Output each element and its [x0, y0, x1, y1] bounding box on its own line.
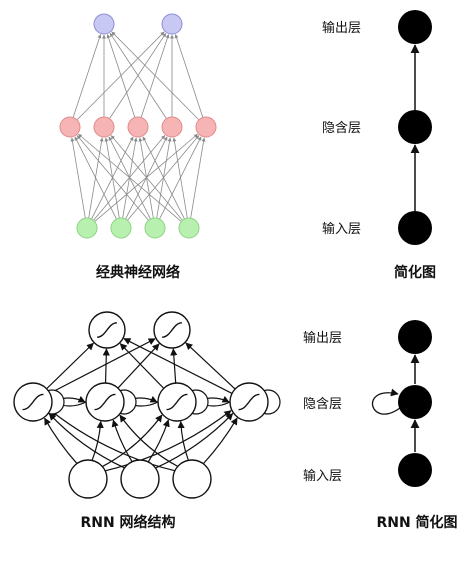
rnn-edge [44, 417, 78, 464]
sigmoid-icon [96, 322, 118, 338]
hidden-neuron [59, 116, 81, 138]
classic-nodes [59, 13, 217, 239]
simple-output-node [398, 10, 432, 44]
hidden-neuron [93, 116, 115, 138]
rnn-input-neuron [120, 459, 160, 499]
rnn-edge [147, 419, 170, 463]
caption-rnn-structure: RNN 网络结构 [80, 514, 175, 531]
rnn-simplified-diagram: 输出层 隐含层 输入层 [303, 320, 432, 487]
classic-edge [106, 34, 136, 118]
rnn-edge [119, 414, 179, 467]
rnn-label-hidden-layer: 隐含层 [303, 396, 342, 412]
input-neuron [144, 217, 166, 239]
rnn-edge [202, 417, 238, 465]
rnn-label-output-layer: 输出层 [303, 330, 342, 346]
sigmoid-icon [161, 322, 183, 338]
rnn-edge [50, 410, 176, 472]
rnn-hidden-neuron [13, 382, 53, 422]
label-output-layer: 输出层 [322, 20, 361, 36]
caption-rnn-simplified: RNN 简化图 [376, 514, 457, 531]
classic-edge [111, 31, 200, 121]
classic-edge [140, 34, 170, 118]
hidden-neuron [161, 116, 183, 138]
classic-edge [109, 32, 167, 119]
classic-edges [70, 31, 206, 222]
rnn-edge [111, 419, 133, 463]
rnn-edge [105, 410, 232, 472]
rnn-input-neuron [172, 459, 212, 499]
caption-simplified: 简化图 [394, 264, 436, 281]
sigmoid-icon [22, 393, 44, 411]
rnn-label-input-layer: 输入层 [303, 468, 342, 484]
caption-classic-nn: 经典神经网络 [96, 264, 180, 281]
label-hidden-layer: 隐含层 [322, 120, 361, 136]
rnn-self-loop-arrow [371, 388, 401, 415]
rnn-edge [46, 342, 94, 390]
classic-edge [78, 133, 182, 222]
input-neuron [110, 217, 132, 239]
classic-edge [110, 135, 183, 221]
rnn-edge [117, 343, 160, 389]
rnn-edge [48, 413, 125, 469]
classic-edge [190, 137, 206, 219]
hidden-neuron [127, 116, 149, 138]
simple-hidden-node [398, 110, 432, 144]
rnn-edge [102, 414, 163, 468]
rnn-nodes [13, 311, 281, 499]
rnn-hidden-neuron [157, 382, 197, 422]
rnn-edge [185, 342, 236, 390]
output-neuron [93, 13, 115, 35]
rnn-edge [177, 420, 189, 461]
hidden-neuron [195, 116, 217, 138]
rnn-simple-input-node [398, 453, 432, 487]
rnn-structure [13, 311, 281, 499]
simplified-diagram: 输出层 隐含层 输入层 [322, 10, 432, 245]
rnn-output-neuron [153, 311, 191, 349]
classic-edge [142, 136, 185, 220]
classic-edge [172, 137, 188, 219]
rnn-hidden-neuron [229, 382, 269, 422]
input-neuron [76, 217, 98, 239]
classic-edge [76, 135, 149, 221]
sigmoid-icon [94, 393, 116, 411]
classic-neural-network [59, 13, 217, 239]
output-neuron [161, 13, 183, 35]
classic-edge [174, 34, 204, 118]
input-neuron [178, 217, 200, 239]
classic-edge [76, 31, 165, 121]
rnn-output-neuron [88, 311, 126, 349]
rnn-edges [44, 338, 238, 472]
simple-input-node [398, 211, 432, 245]
rnn-edge [119, 343, 165, 389]
classic-edge [72, 34, 102, 118]
sigmoid-icon [166, 393, 188, 411]
classic-edge [70, 137, 86, 219]
rnn-simple-output-node [398, 320, 432, 354]
label-input-layer: 输入层 [322, 221, 361, 237]
rnn-hidden-neuron [85, 382, 125, 422]
rnn-simple-hidden-node [398, 385, 432, 419]
rnn-edge [170, 348, 178, 384]
sigmoid-icon [238, 393, 260, 411]
rnn-input-neuron [68, 459, 108, 499]
rnn-edge [155, 413, 234, 469]
rnn-edge [49, 338, 156, 394]
classic-edge [74, 136, 117, 220]
rnn-edge [102, 348, 110, 384]
classic-edge [109, 32, 167, 119]
rnn-edge [123, 338, 233, 394]
